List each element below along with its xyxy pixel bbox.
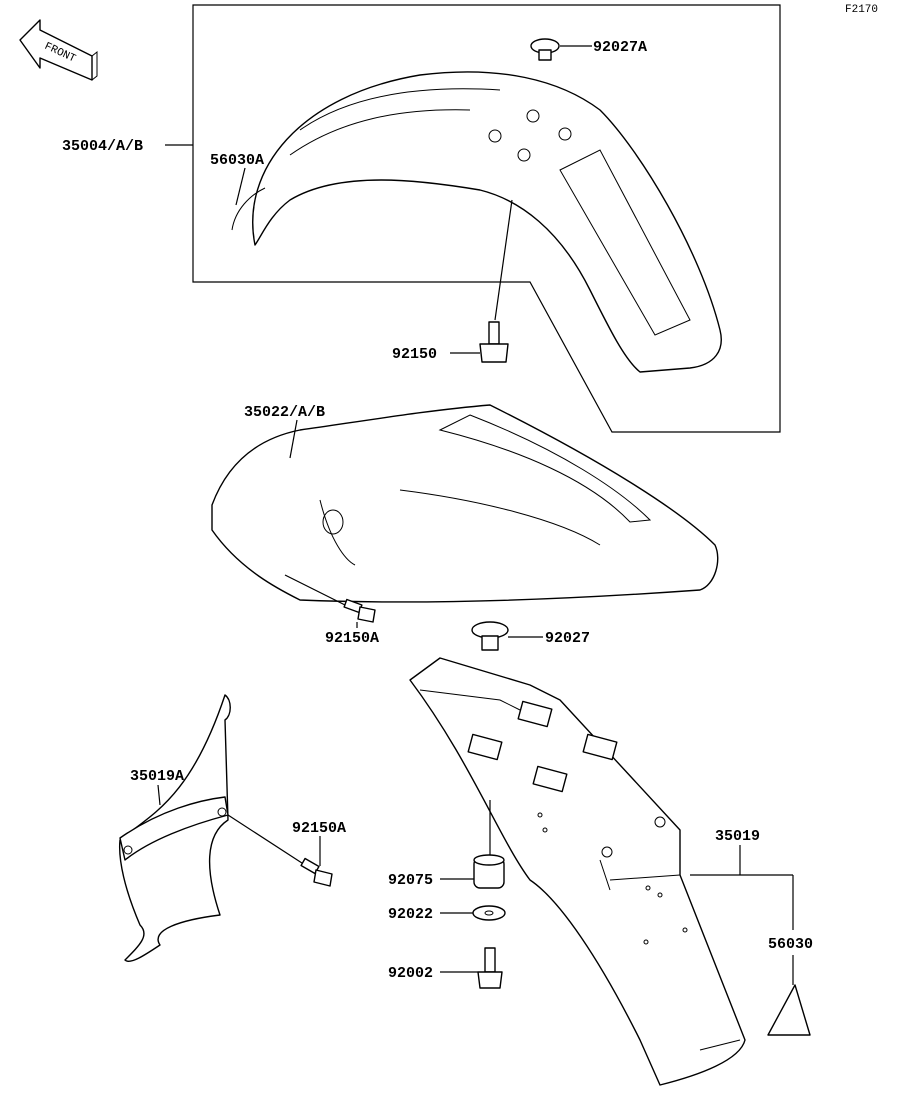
- assembly-box: [192, 4, 781, 433]
- front-arrow-icon: FRONT: [19, 19, 98, 81]
- front-fender-35022: [211, 404, 719, 603]
- label-92002: 92002: [388, 965, 433, 982]
- label-92027: 92027: [545, 630, 590, 647]
- label-35019: 35019: [715, 828, 760, 845]
- front-fender-35004: [231, 71, 722, 373]
- bolt-92150A-top: [343, 598, 376, 623]
- label-92150A-top: 92150A: [325, 630, 379, 647]
- guard-35019A: [118, 694, 231, 962]
- rear-fender-35019: [409, 657, 746, 1086]
- label-56030: 56030: [768, 936, 813, 953]
- label-92022: 92022: [388, 906, 433, 923]
- label-92150: 92150: [392, 346, 437, 363]
- label-92150A-bottom: 92150A: [292, 820, 346, 837]
- label-35019A: 35019A: [130, 768, 184, 785]
- label-56030A: 56030A: [210, 152, 264, 169]
- bolt-92002: [477, 947, 503, 989]
- bolt-92150A-bottom: [300, 857, 333, 887]
- washer-92022: [472, 905, 506, 921]
- bolt-92150: [479, 321, 509, 363]
- label-92075: 92075: [388, 872, 433, 889]
- grommet-92075: [473, 854, 505, 889]
- label-35022AB: 35022/A/B: [244, 404, 325, 421]
- warning-triangle-56030: [767, 984, 811, 1036]
- label-92027A: 92027A: [593, 39, 647, 56]
- grommet-92027: [471, 621, 509, 651]
- grommet-92027A: [530, 38, 560, 61]
- label-35004AB: 35004/A/B: [62, 138, 143, 155]
- diagram-code: F2170: [845, 4, 878, 16]
